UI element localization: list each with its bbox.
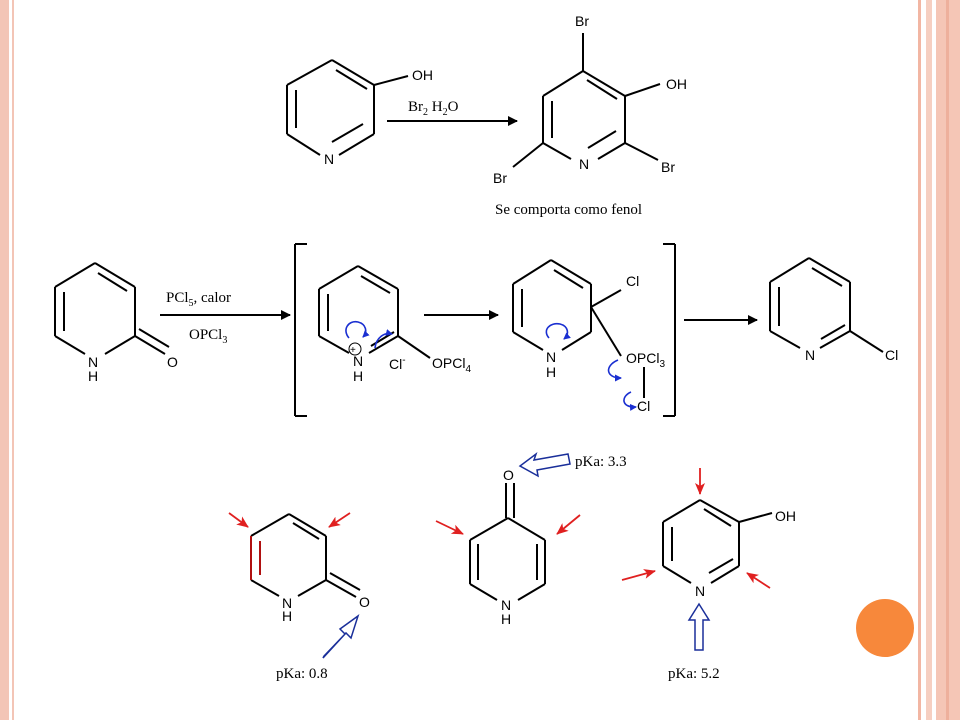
mid-n-label: N: [501, 597, 511, 613]
hollow-arrow-icon: [687, 602, 711, 651]
reactant-o-label: O: [167, 354, 178, 370]
reaction-bracket-right: [663, 243, 676, 417]
left-pka-label: pKa: 0.8: [276, 666, 328, 682]
product-br-right-label: Br: [661, 159, 675, 175]
hollow-arrow-icon: [518, 451, 571, 478]
reagent-top-label: PCl5, calor: [166, 290, 231, 309]
3-hydroxypyridine-pka-structure: [662, 499, 773, 584]
4-pyridone-pka-structure: [469, 483, 546, 601]
intermediate-1-h-label: H: [353, 368, 363, 384]
intermediate-1-structure: [318, 265, 431, 359]
2-chloropyridine-structure: [769, 257, 884, 353]
reactant-h-label: H: [88, 368, 98, 384]
3-hydroxypyridine-structure: [286, 59, 409, 156]
slide-frame-left: [0, 0, 9, 720]
reactant-n-label: N: [88, 354, 98, 370]
product-oh-label: OH: [666, 76, 687, 92]
intermediate-2-h-label: H: [546, 364, 556, 380]
product-br-top-label: Br: [575, 13, 589, 29]
reaction-bracket-left: [294, 243, 307, 417]
intermediate-2-cl-label: Cl: [626, 273, 639, 289]
reactant-oh-label: OH: [412, 67, 433, 83]
2-4-6-tribromo-3-hydroxypyridine-structure: [512, 33, 661, 168]
product-n-label: N: [805, 347, 815, 363]
2-pyridone-pka-structure: [250, 513, 361, 598]
positive-charge-icon: [348, 342, 362, 356]
slide-frame-right-stripe: [946, 0, 949, 720]
phenol-behavior-caption: Se comporta como fenol: [495, 202, 642, 218]
intermediate-1-n-label: N: [353, 353, 363, 369]
pka-section: [250, 483, 773, 601]
product-n-label: N: [579, 156, 589, 172]
chloride-label: Cl-: [389, 355, 406, 372]
slide-frame-right-stripe: [918, 0, 921, 720]
reaction-2: [54, 243, 884, 417]
reagent-label: Br2 H2O: [408, 99, 459, 118]
2-pyridone-red-bonds: [250, 536, 261, 580]
slide-frame-left-line: [12, 0, 14, 720]
product-cl-label: Cl: [885, 347, 898, 363]
reactant-n-label: N: [324, 151, 334, 167]
hollow-arrow-icon: [322, 614, 360, 659]
intermediate-2-n-label: N: [546, 349, 556, 365]
right-oh-label: OH: [775, 508, 796, 524]
2-pyridone-structure: [54, 262, 170, 355]
accent-circle: [856, 599, 914, 657]
intermediate-2-structure: [512, 259, 645, 398]
positive-charge-sign: +: [350, 345, 356, 356]
reagent-bottom-label: OPCl3: [189, 327, 227, 346]
left-h-label: H: [282, 608, 292, 624]
right-pka-label: pKa: 5.2: [668, 666, 720, 682]
leaving-cl-label: Cl: [637, 398, 650, 414]
reaction-1: [286, 33, 661, 168]
mid-pka-label: pKa: 3.3: [575, 454, 627, 470]
basicity-hollow-arrows: [322, 451, 711, 659]
mid-h-label: H: [501, 611, 511, 627]
opcl3-label: OPCl3: [626, 350, 665, 370]
opcl4-label: OPCl4: [432, 355, 471, 375]
slide-frame-right-stripe: [926, 0, 932, 720]
right-n-label: N: [695, 583, 705, 599]
mechanism-arrows: [345, 320, 637, 411]
left-o-label: O: [359, 594, 370, 610]
electrophilic-attack-arrows: [228, 468, 771, 589]
left-n-label: N: [282, 595, 292, 611]
product-br-left-label: Br: [493, 170, 507, 186]
mid-o-label: O: [503, 467, 514, 483]
